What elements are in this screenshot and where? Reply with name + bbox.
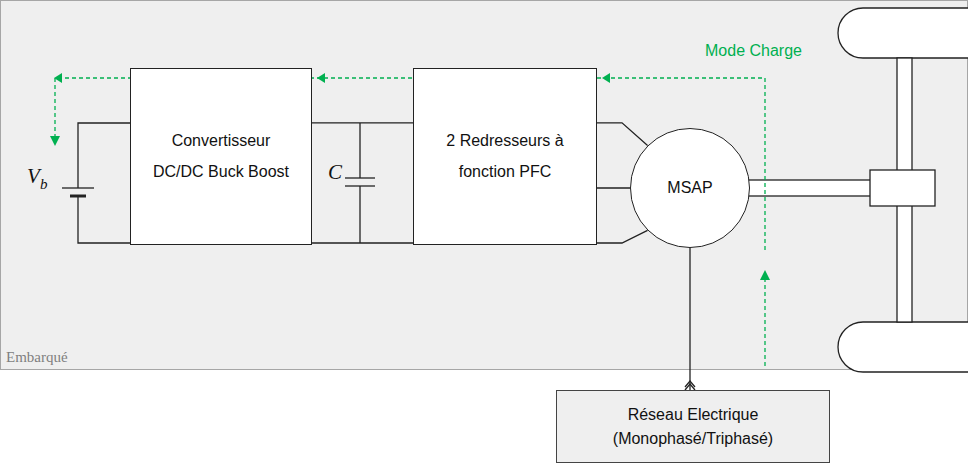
drivetrain: [748, 8, 968, 372]
voltage-label: V: [27, 164, 40, 189]
wheel: [838, 322, 968, 372]
process-box: 2 Redresseurs à fonction PFC: [413, 68, 597, 245]
wire-connector: [312, 123, 413, 243]
capacitor-label: C: [328, 160, 342, 185]
battery-symbol: [62, 123, 130, 243]
voltage-label: b: [40, 176, 48, 193]
node-text: Embarqué: [6, 349, 68, 366]
onboard-region: [1, 1, 968, 370]
shaft: [748, 180, 872, 196]
wire-connector: [685, 381, 695, 390]
process-box: Convertisseur DC/DC Buck Boost: [130, 68, 312, 245]
wire-connector: [689, 248, 690, 390]
node-text: Convertisseur DC/DC Buck Boost: [145, 126, 297, 187]
node-text: Réseau Electrique (Monophasé/Triphasé): [567, 403, 819, 451]
source-box: Réseau Electrique (Monophasé/Triphasé): [556, 390, 830, 463]
node-text: 2 Redresseurs à fonction PFC: [428, 126, 582, 187]
capacitor-symbol: [345, 123, 375, 243]
onboard-region: Embarqué Convertisseur DC/DC Buck Boost 2 …: [0, 0, 968, 370]
node-text: MSAP: [667, 173, 712, 203]
motor-circle: MSAP: [630, 128, 750, 248]
wheel: [838, 8, 968, 58]
mode-label: Mode Charge: [705, 42, 802, 60]
differential: [870, 170, 935, 206]
